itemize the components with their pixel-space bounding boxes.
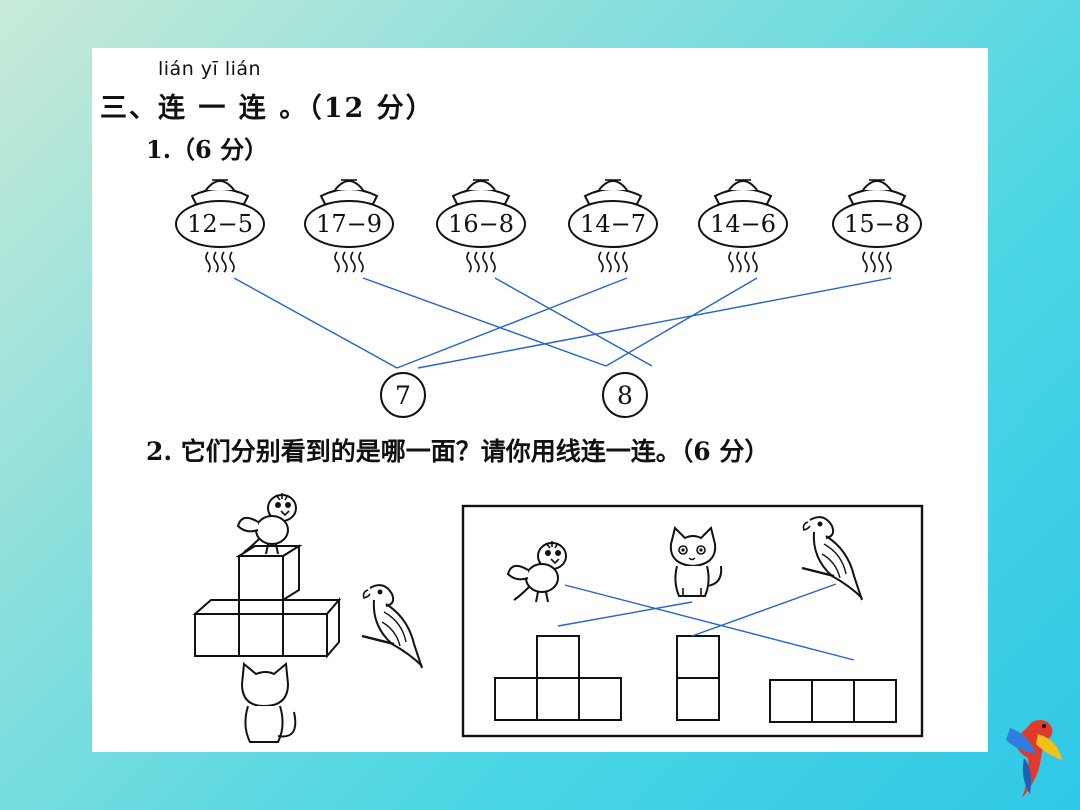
lantern-body [568,200,658,248]
lantern-body [304,200,394,248]
section-title: 三、连 一 连 。（12 分） [100,93,435,124]
q1-line [605,277,758,367]
q1-line [233,277,398,369]
q2-connection-lines [557,583,855,661]
parrot-icon [360,583,424,670]
q1-line [417,277,892,369]
parrot-logo-icon [1006,720,1062,798]
lantern-expression: 16−8 [448,210,514,238]
q1-connection-lines [233,277,892,369]
lantern-body [175,200,265,248]
lantern-body [832,200,922,248]
lantern-expression: 12−5 [187,210,253,238]
lantern: 14−6 [698,179,788,273]
lantern-body [698,200,788,248]
block-structure [192,544,342,659]
lantern: 15−8 [832,179,922,273]
lantern-expression: 14−7 [580,210,646,238]
top-view [769,679,897,723]
answer-box [461,504,924,738]
answer-circle [380,372,426,418]
lantern-expression: 17−9 [316,210,382,238]
line-parrot-to-side [691,583,837,637]
lantern-row: 12−5 17−9 16−8 14−7 14−6 15−8 [175,179,922,273]
lantern: 17−9 [304,179,394,273]
line-cat-to-front [557,601,693,627]
answer-parrot-icon [800,515,864,602]
answer-cat-icon [669,527,723,597]
lantern: 12−5 [175,179,265,273]
lantern-expression: 14−6 [710,210,776,238]
bird-icon [237,492,297,555]
answer-bird-icon [507,540,567,603]
cat-icon [241,663,297,743]
pinyin-annotation: lián yī lián [158,58,262,80]
question-1-label: 1.（6 分） [146,135,269,164]
worksheet: lián yī lián 三、连 一 连 。（12 分） 1.（6 分） 2. … [92,48,988,752]
answer-value: 7 [395,381,411,410]
q1-line [396,277,628,369]
answer-value: 8 [617,381,633,410]
side-view [676,635,720,721]
question-2-label: 2. 它们分别看到的是哪一面？请你用线连一连。（6 分） [146,437,770,466]
lantern: 14−7 [568,179,658,273]
lantern: 16−8 [436,179,526,273]
line-bird-to-top [564,584,855,661]
q1-line [362,277,607,367]
lantern-body [436,200,526,248]
q1-line [494,277,653,367]
front-view [494,635,622,721]
lantern-expression: 15−8 [844,210,910,238]
answer-circle [602,372,648,418]
